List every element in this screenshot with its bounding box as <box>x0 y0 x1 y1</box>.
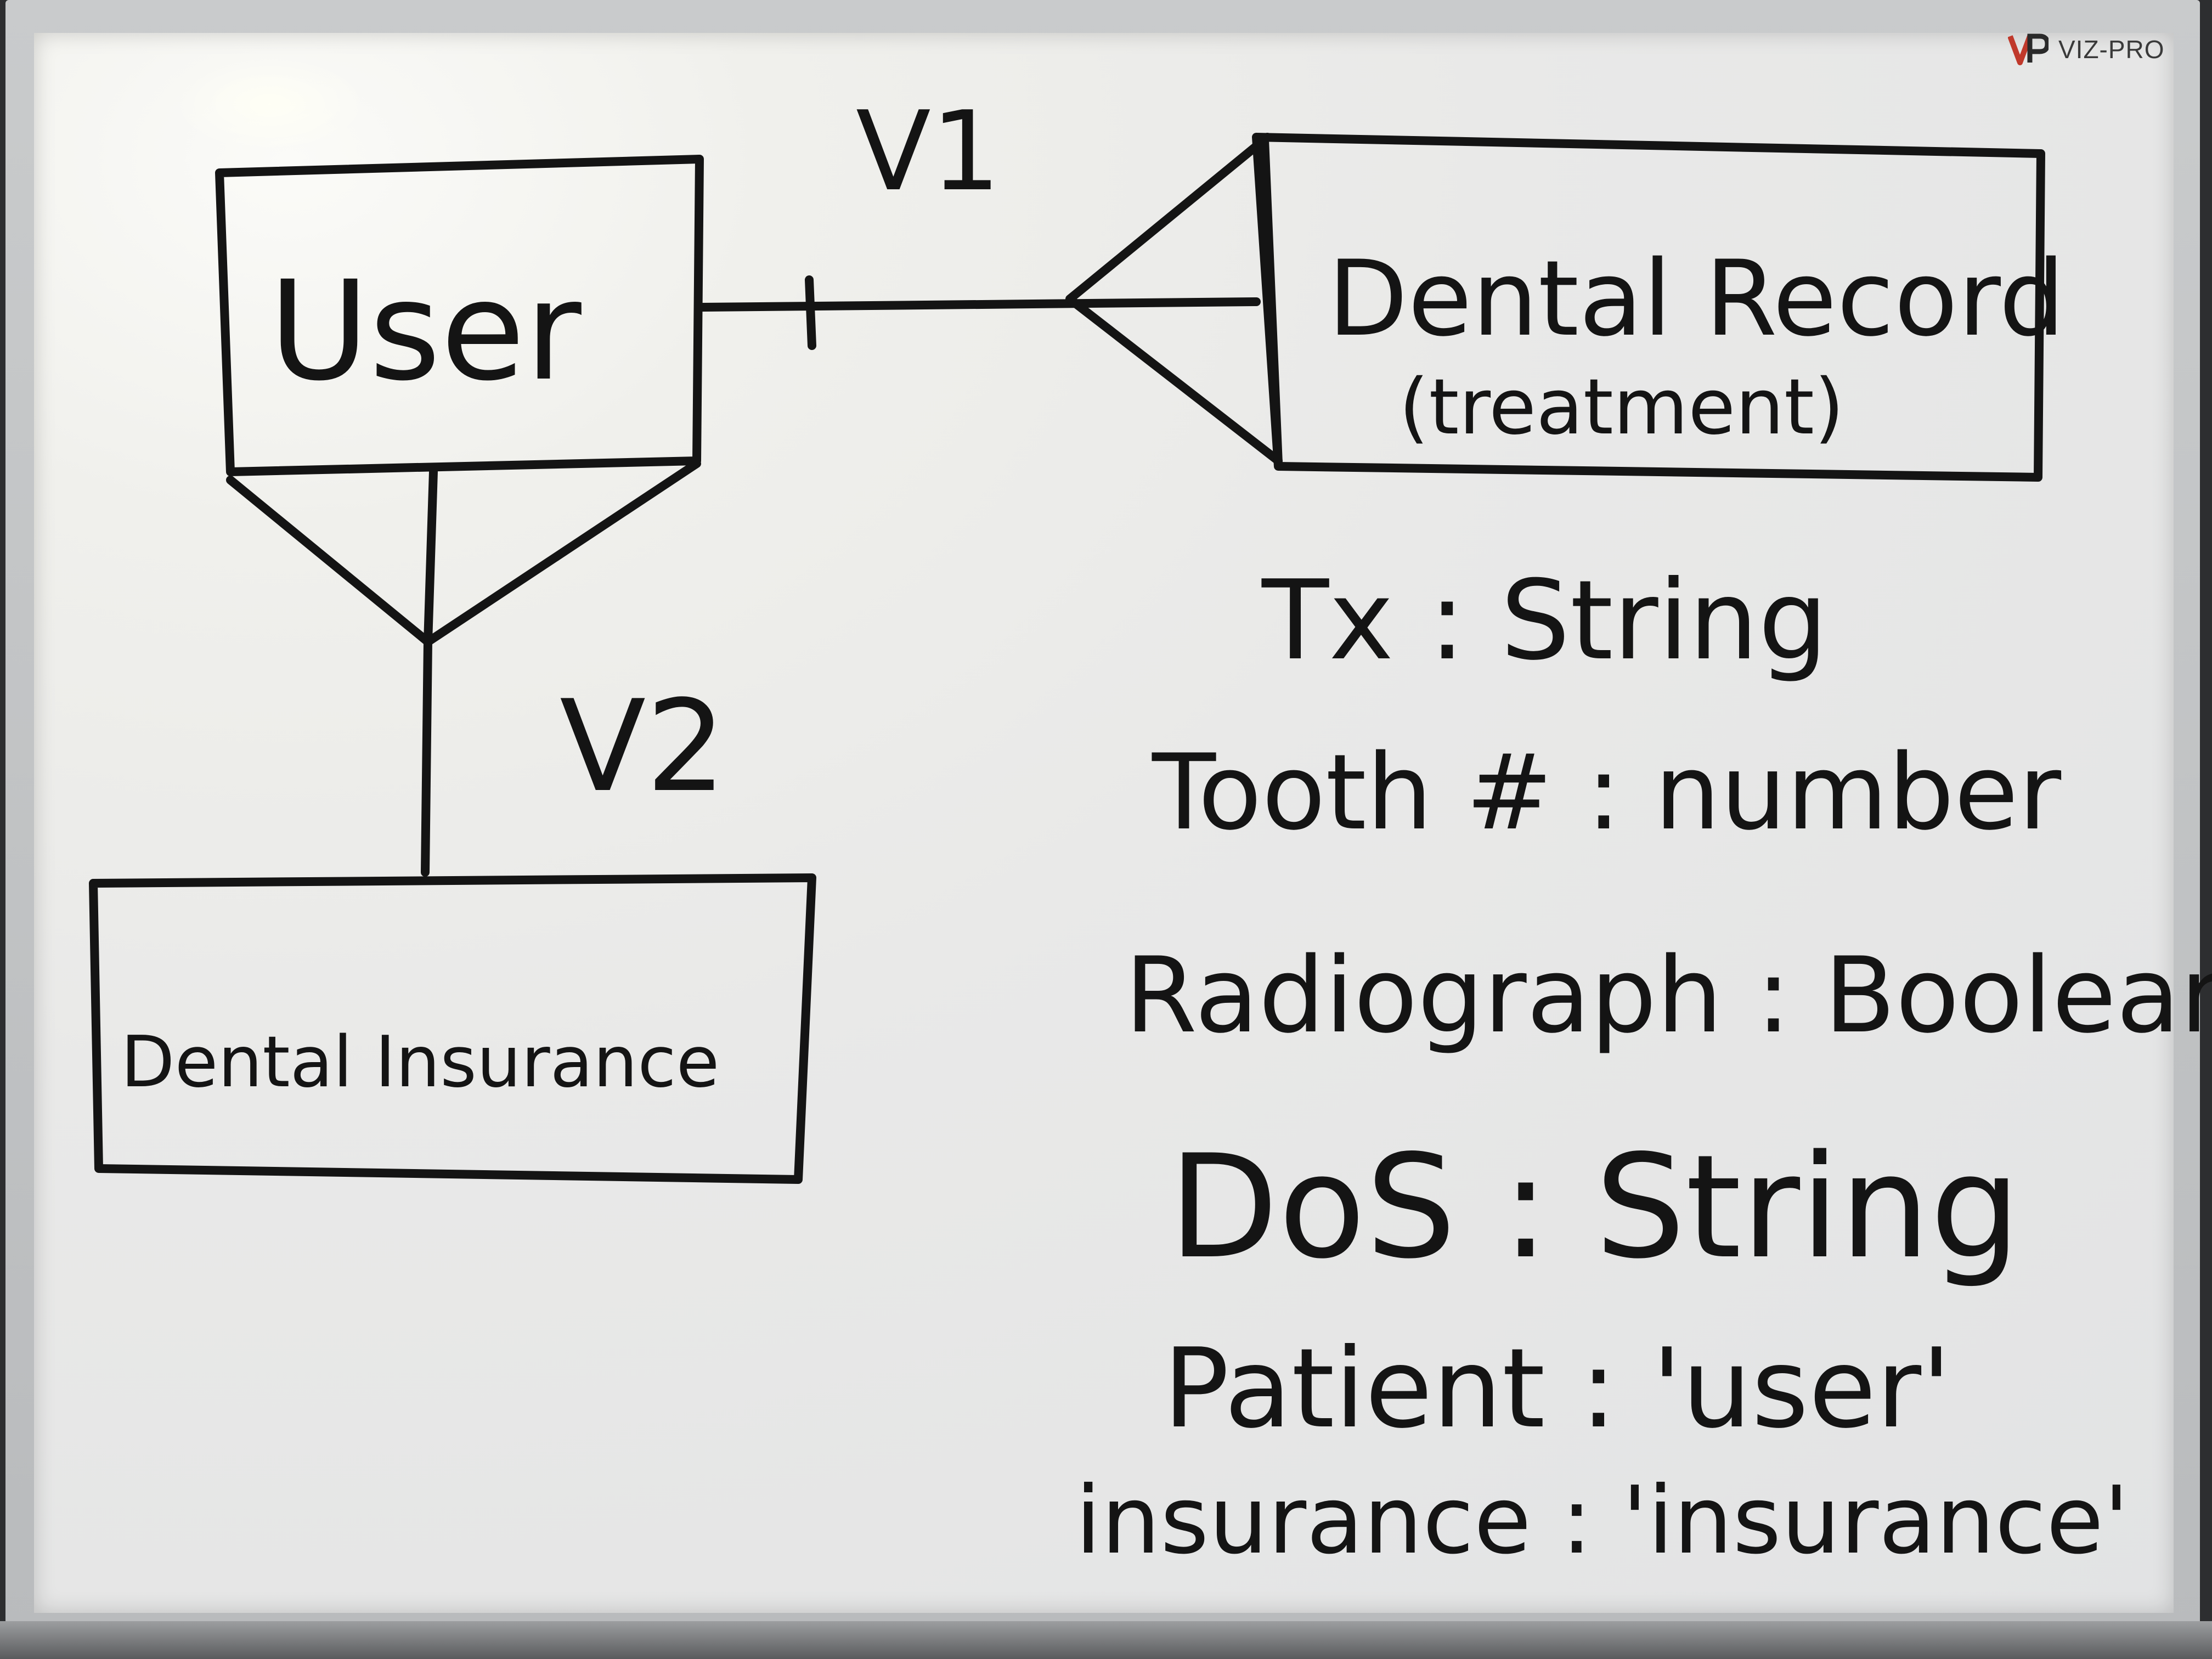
one-cardinality-mark <box>805 275 816 350</box>
attribute-list: Tx : String Tooth # : number Radiograph … <box>1075 557 2212 1575</box>
relationship-line <box>421 637 432 877</box>
logo-text: VIZ-PRO <box>2058 35 2165 64</box>
attribute-tx: Tx : String <box>1261 557 1828 685</box>
whiteboard-surface <box>34 33 2174 1613</box>
crows-foot-many <box>1065 133 1283 465</box>
dental-record-entity: Dental Record (treatment) <box>1252 133 2065 482</box>
user-label: User <box>269 251 582 411</box>
crows-foot-middle <box>424 467 438 646</box>
v1-label: V1 <box>856 88 1001 216</box>
attribute-radiograph: Radiograph : Boolean <box>1125 935 2212 1056</box>
dental-record-label: Dental Record <box>1328 238 2065 359</box>
attribute-insurance: insurance : 'insurance' <box>1075 1466 2129 1575</box>
vizpro-logo-icon <box>2008 33 2049 65</box>
light-glare <box>171 55 369 154</box>
attribute-dos: DoS : String <box>1169 1125 2021 1290</box>
dental-insurance-box <box>89 873 816 1184</box>
user-entity: User <box>215 155 704 476</box>
v2-label: V2 <box>560 674 726 820</box>
dental-insurance-label: Dental Insurance <box>121 1022 719 1103</box>
marker-tray <box>0 1621 2212 1659</box>
dental-record-note: (treatment) <box>1399 363 1844 452</box>
attribute-patient: Patient : 'user' <box>1163 1325 1951 1453</box>
crows-foot-many <box>226 459 701 646</box>
dental-insurance-entity: Dental Insurance <box>89 873 816 1184</box>
attribute-tooth: Tooth # : number <box>1152 732 2062 853</box>
relationship-line <box>698 297 1261 312</box>
brand-logo: VIZ-PRO <box>2008 33 2165 66</box>
v1-relationship <box>698 133 1283 465</box>
v2-relationship <box>226 459 701 877</box>
dental-record-inner-line <box>1260 136 1283 468</box>
